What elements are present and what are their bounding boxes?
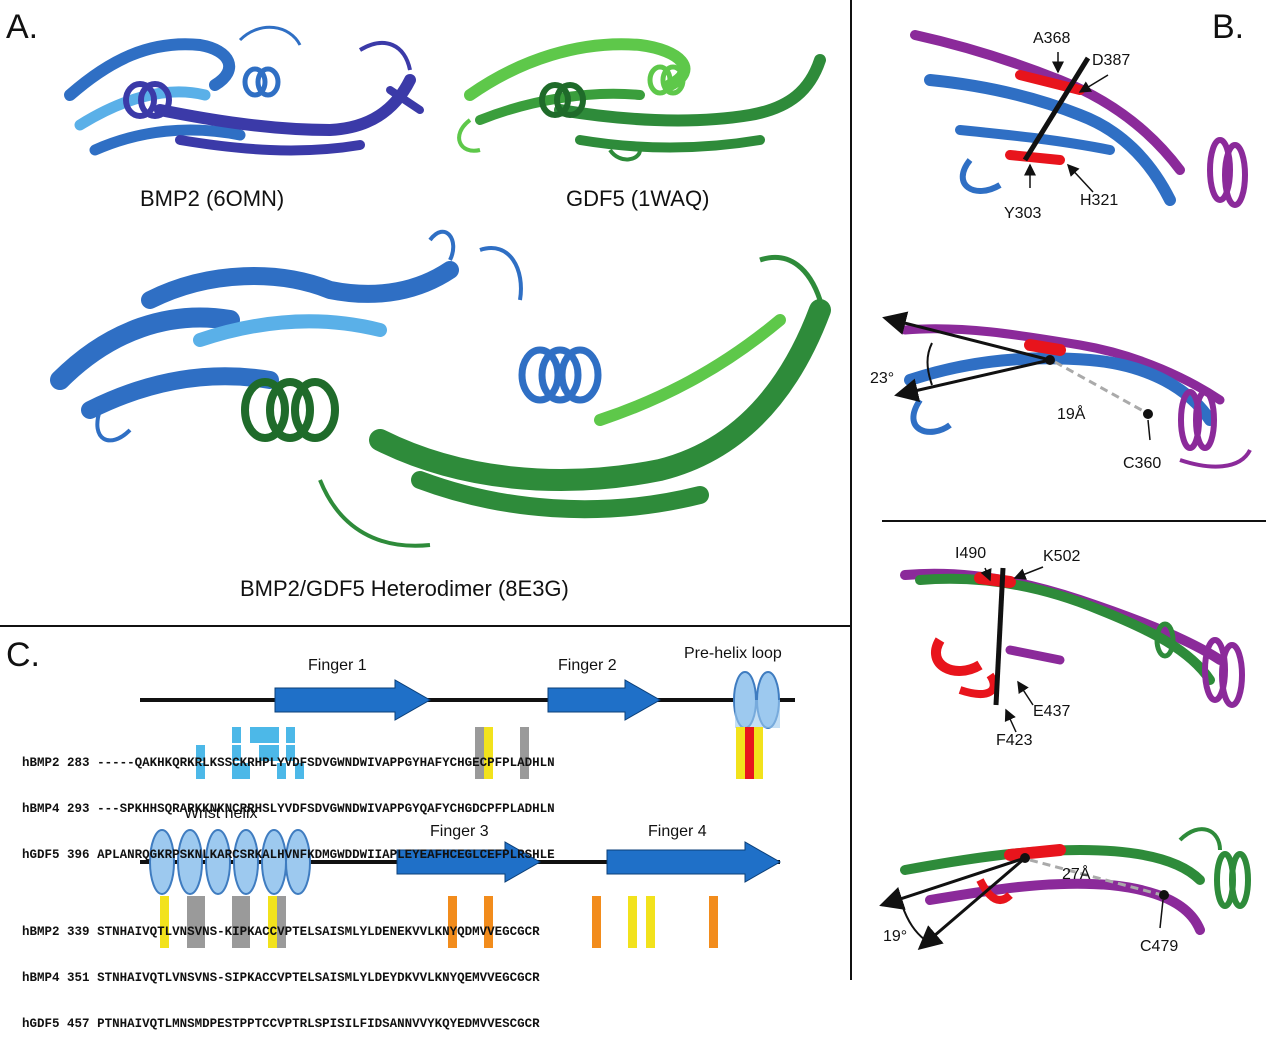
panel-a-letter: A. (6, 8, 39, 46)
residue-y303-label: Y303 (1004, 205, 1042, 222)
residue-h321-label: H321 (1080, 192, 1119, 209)
figure-artwork (50, 25, 1252, 950)
distance-top-label: 19Å (1057, 406, 1086, 423)
alignment-block-1: hBMP2 283 -----QAKHKQRKRLKSSCKRHPLYVDFSD… (22, 726, 555, 878)
alignment-highlights-1 (196, 727, 763, 779)
angle-top-label: 23° (870, 370, 895, 387)
bmp2-label: BMP2 (6OMN) (140, 186, 285, 211)
panel-c-letter: C. (6, 636, 40, 674)
finger2-label: Finger 2 (558, 657, 617, 674)
gdf5-overlay-top-image (900, 567, 1245, 708)
alignment-row: hGDF5 396 APLANRQGKRPSKNLKARCSRKALHVNFKD… (22, 848, 555, 862)
alignment-block-2: hBMP2 339 STNHAIVQTLVNSVNS-KIPKACCVPTELS… (22, 895, 540, 1047)
residue-i490-label: I490 (955, 545, 987, 562)
vertical-divider (850, 0, 852, 980)
residue-d387-label: D387 (1092, 52, 1131, 69)
secondary-structure-schematic-2 (140, 829, 782, 895)
cys-top-label: C360 (1123, 455, 1162, 472)
finger3-label: Finger 3 (430, 823, 489, 840)
bmp2-overlay-top-image (910, 30, 1248, 208)
gdf5-label: GDF5 (1WAQ) (566, 186, 710, 211)
residue-f423-label: F423 (996, 732, 1033, 749)
finger1-label: Finger 1 (308, 657, 367, 674)
alignment-row: hGDF5 457 PTNHAIVQTLMNSMDPESTPPTCCVPTRLS… (22, 1017, 540, 1031)
cys-bottom-label: C479 (1140, 938, 1179, 955)
horizontal-divider-right (882, 520, 1266, 522)
secondary-structure-schematic-1 (140, 671, 795, 729)
alignment-row: hBMP2 339 STNHAIVQTLVNSVNS-KIPKACCVPTELS… (22, 925, 540, 939)
bmp2-structure-image (64, 25, 424, 156)
prehelix-loop-label: Pre-helix loop (684, 645, 782, 662)
gdf5-structure-image (457, 38, 826, 162)
heterodimer-label: BMP2/GDF5 Heterodimer (8E3G) (240, 576, 569, 601)
residue-e437-label: E437 (1033, 703, 1071, 720)
distance-bottom-label: 27Å (1062, 866, 1091, 883)
bmp2-overlay-side-image (900, 324, 1252, 469)
horizontal-divider-left (0, 625, 851, 627)
alignment-highlights-2 (160, 896, 718, 948)
heterodimer-structure-image (50, 229, 831, 548)
residue-k502-label: K502 (1043, 548, 1081, 565)
angle-bottom-label: 19° (883, 928, 908, 945)
residue-a368-label: A368 (1033, 30, 1071, 47)
finger4-label: Finger 4 (648, 823, 707, 840)
wrist-helix-label: Wrist helix (184, 805, 258, 822)
alignment-row: hBMP4 293 ---SPKHHSQRARKKNKNCRRHSLYVDFSD… (22, 802, 555, 816)
panel-b-letter: B. (1212, 8, 1245, 46)
alignment-row: hBMP4 351 STNHAIVQTLVNSVNS-SIPKACCVPTELS… (22, 971, 540, 985)
alignment-row: hBMP2 283 -----QAKHKQRKRLKSSCKRHPLYVDFSD… (22, 756, 555, 770)
gdf5-overlay-side-image (900, 827, 1251, 935)
